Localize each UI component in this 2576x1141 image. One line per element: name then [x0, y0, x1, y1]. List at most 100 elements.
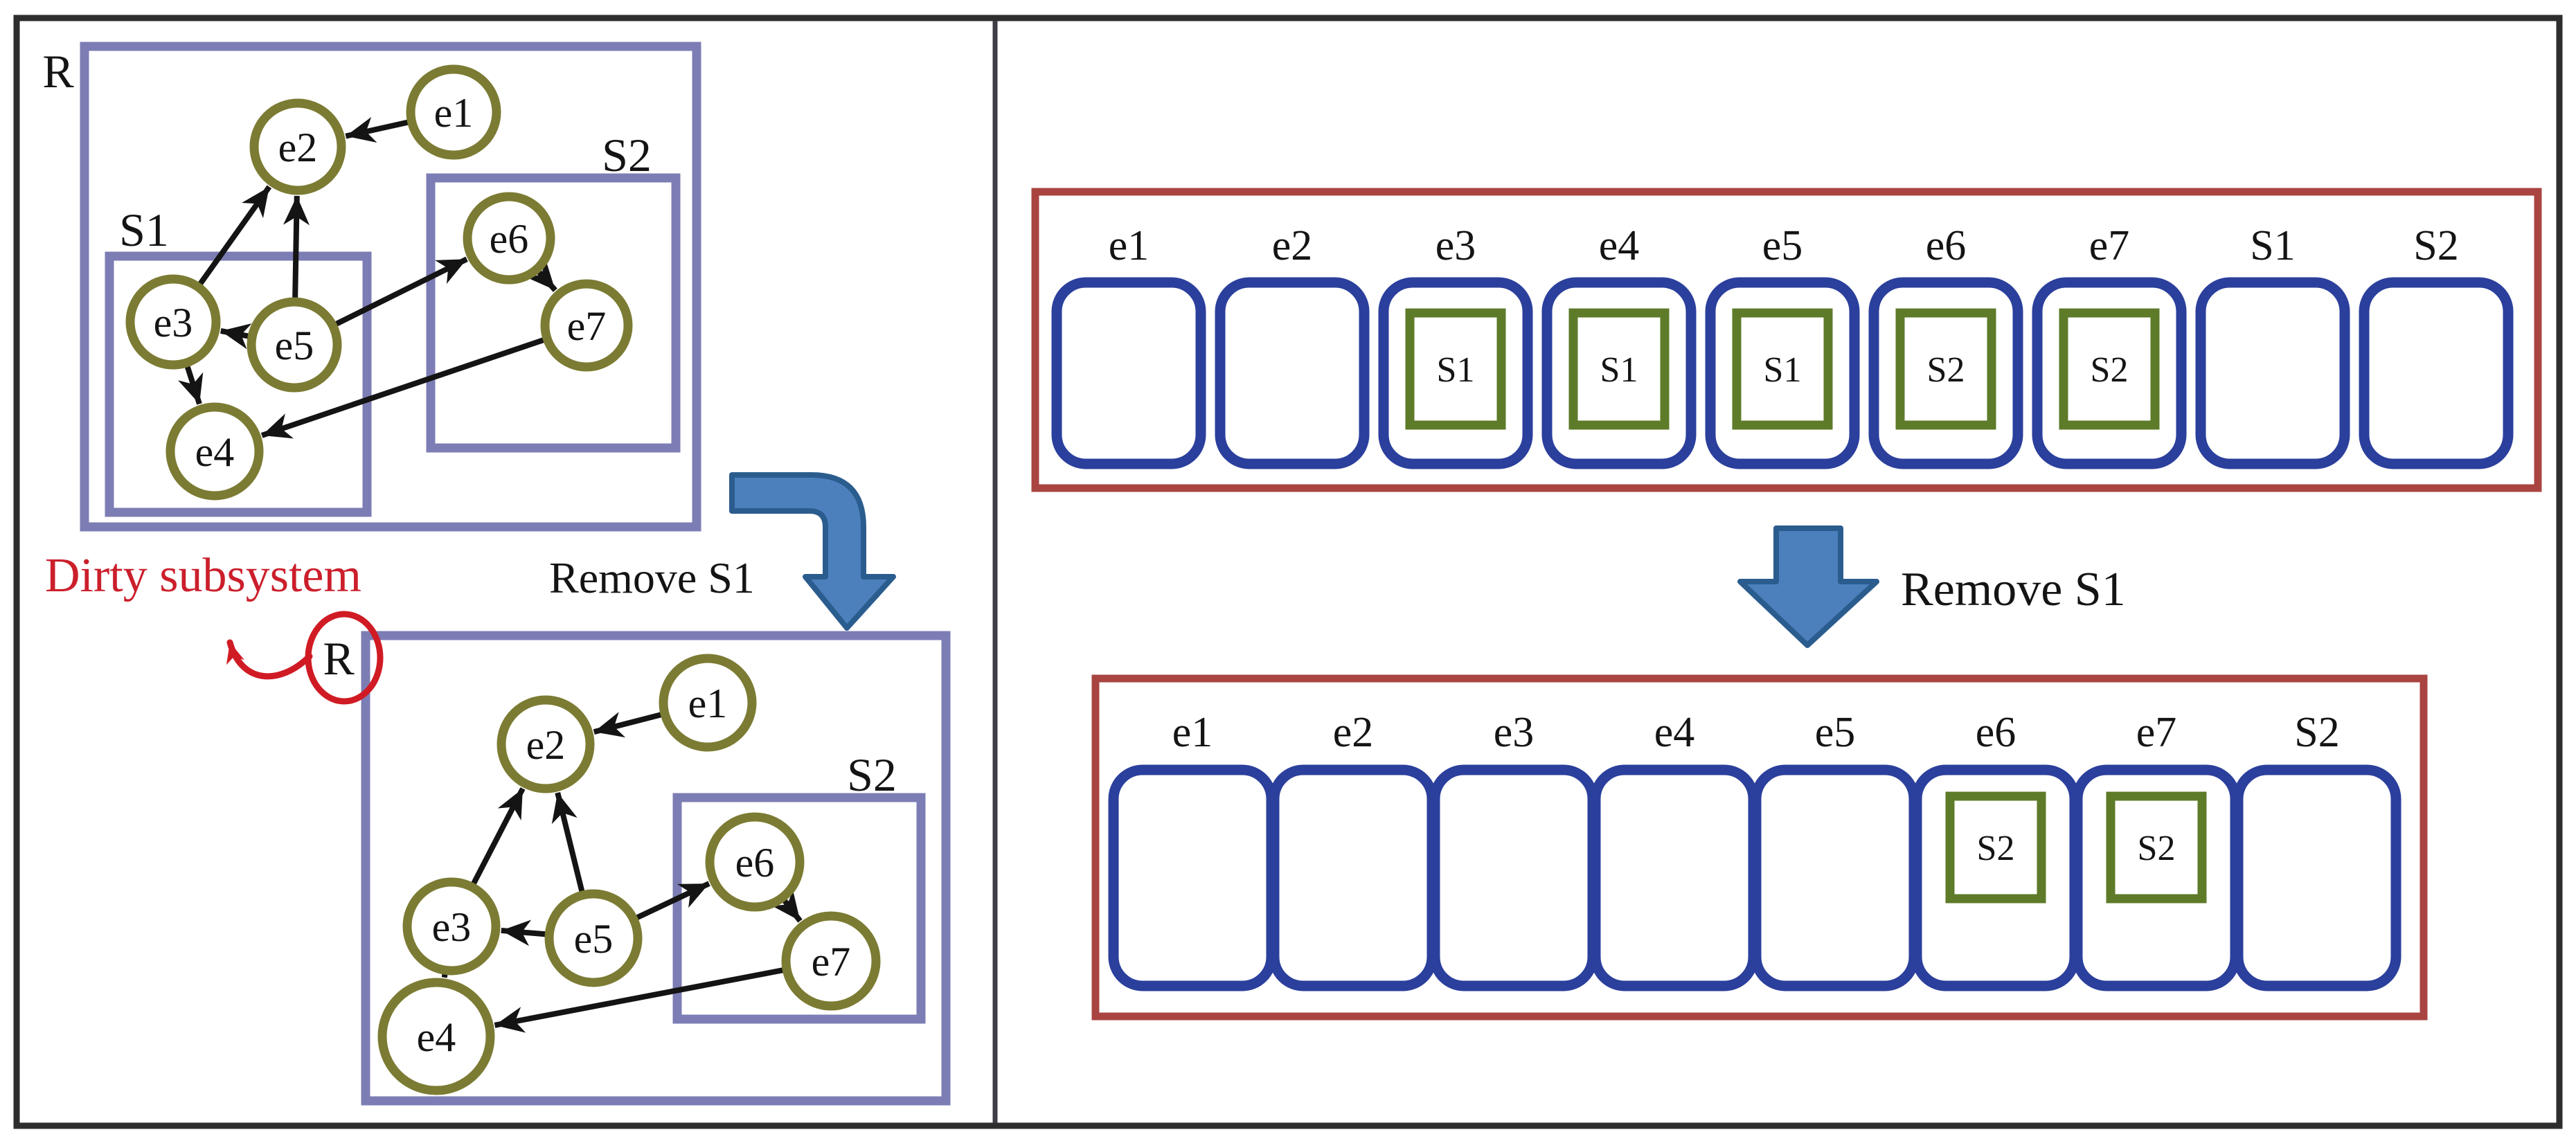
edge-e5-to-e6 [634, 881, 710, 921]
cell-e1 [1108, 764, 1277, 991]
column-label-e7: e7 [2136, 709, 2177, 756]
edge-e3-to-e2 [470, 787, 526, 886]
edge-e6-to-e7 [526, 260, 557, 292]
node-label: e1 [688, 681, 728, 726]
edge-e5-to-e3 [501, 919, 547, 946]
tag-label: S2 [1927, 350, 1965, 390]
subsystem-label: S2 [602, 129, 652, 181]
column-label-e5: e5 [1762, 222, 1803, 269]
dirty-pointer-arrow [226, 639, 313, 680]
column-label-e6: e6 [1976, 709, 2016, 756]
node-e6 [705, 812, 805, 912]
tag-label: S1 [1600, 350, 1638, 390]
cell-e3 [1429, 764, 1598, 991]
tag-label: S2 [2091, 350, 2129, 390]
node-label: e6 [735, 840, 775, 886]
dirty-subsystem-label: Dirty subsystem [45, 549, 361, 602]
node-label: e3 [154, 300, 193, 345]
tag-label: S2 [2138, 829, 2176, 868]
cell-e4 [1590, 764, 1759, 991]
column-label-S2: S2 [2294, 709, 2339, 756]
node-e1 [659, 654, 757, 752]
tag-label: S1 [1437, 350, 1475, 390]
node-label: e3 [432, 904, 472, 950]
down-arrow-icon [1737, 525, 1879, 648]
node-label: e7 [567, 303, 607, 349]
column-label-e1: e1 [1109, 222, 1150, 269]
edge-e3-to-e4 [178, 364, 204, 405]
cell-e2 [1215, 277, 1370, 469]
cell-e2 [1269, 764, 1438, 991]
cell-S1 [2195, 277, 2350, 469]
node-label: e7 [812, 939, 851, 985]
graph-container-label: R [323, 632, 355, 685]
array-outer-box [1091, 674, 2428, 1021]
column-label-e4: e4 [1654, 709, 1695, 756]
node-e4 [166, 402, 264, 501]
column-label-e1: e1 [1172, 709, 1213, 756]
node-e4 [377, 978, 495, 1095]
remove-s1-label-left: Remove S1 [549, 553, 755, 602]
edge-e7-to-e4 [260, 336, 546, 439]
node-label: e1 [434, 90, 474, 136]
edge-e5-to-e6 [334, 256, 468, 327]
column-label-e3: e3 [1435, 222, 1476, 269]
array-outer-box [1031, 188, 2542, 492]
node-e1 [406, 64, 501, 160]
node-e7 [540, 279, 633, 372]
node-e7 [781, 911, 881, 1011]
column-label-e6: e6 [1926, 222, 1967, 269]
cell-S2 [2233, 764, 2401, 991]
tag-box-e3 [1405, 308, 1506, 430]
subsystem-box-S1 [105, 251, 372, 517]
column-label-e3: e3 [1494, 709, 1535, 756]
edge-e5-to-e2 [551, 791, 585, 893]
node-label: e5 [574, 916, 614, 962]
node-e3 [125, 274, 221, 370]
column-label-e5: e5 [1815, 709, 1856, 756]
node-label: e4 [195, 429, 235, 475]
tag-label: S1 [1764, 350, 1802, 390]
node-e6 [463, 192, 555, 285]
tag-box-e5 [1732, 308, 1833, 430]
subsystem-box-S2 [672, 793, 926, 1024]
tag-box-e6 [1945, 791, 2046, 904]
node-label: e2 [278, 125, 318, 170]
edge-e5-to-e3 [220, 323, 252, 350]
tag-box-e6 [1895, 308, 1996, 430]
cell-e5 [1751, 764, 1920, 991]
column-label-e4: e4 [1599, 222, 1640, 269]
edge-e6-to-e7 [771, 890, 803, 923]
tag-box-e7 [2106, 791, 2207, 904]
dirty-subsystem-circle [305, 611, 384, 705]
tag-label: S2 [1977, 829, 2015, 868]
edge-e1-to-e2 [593, 712, 663, 738]
node-e3 [402, 877, 501, 976]
cell-e1 [1051, 277, 1206, 469]
edge-e5-to-e2 [283, 195, 310, 300]
edge-e7-to-e4 [494, 967, 785, 1033]
column-label-e7: e7 [2089, 222, 2130, 269]
subsystem-label: S2 [847, 748, 897, 801]
column-label-e2: e2 [1272, 222, 1313, 269]
tag-box-e4 [1568, 308, 1670, 430]
edge-e3-to-e2 [197, 185, 272, 287]
subsystem-box-S2 [426, 173, 681, 453]
cell-S2 [2359, 277, 2514, 469]
column-label-S2: S2 [2413, 222, 2458, 269]
figure-border [13, 15, 2563, 1129]
node-e5 [247, 297, 342, 393]
elbow-arrow-icon [729, 472, 896, 631]
column-label-e2: e2 [1333, 709, 1374, 756]
graph-container-label: R [42, 45, 74, 98]
node-e5 [544, 889, 643, 987]
node-e2 [497, 695, 595, 793]
graph-container-box [361, 631, 951, 1106]
node-e2 [249, 98, 346, 195]
graph-container-box [80, 42, 701, 532]
